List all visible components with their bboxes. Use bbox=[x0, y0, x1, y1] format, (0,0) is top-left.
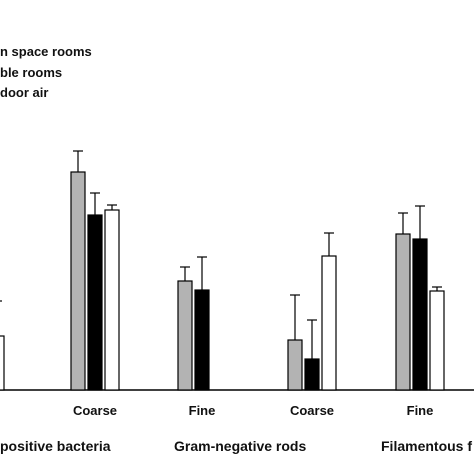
legend-entry-1: n space rooms bbox=[0, 44, 92, 59]
group-labels-layer: positive bacteria Gram-negative rods Fil… bbox=[0, 438, 472, 454]
bar-series1-cat2 bbox=[177, 280, 193, 391]
bar-series2-cat2 bbox=[194, 289, 210, 391]
tick-label-1: Coarse bbox=[73, 403, 117, 418]
tick-labels-layer: Coarse Fine Coarse Fine bbox=[73, 403, 433, 418]
bar-series1-cat1 bbox=[70, 171, 86, 391]
legend-entry-3: door air bbox=[0, 85, 49, 100]
tick-label-3: Coarse bbox=[290, 403, 334, 418]
bar-series3-cat0 bbox=[0, 335, 5, 391]
bars-layer bbox=[0, 150, 445, 391]
bar-series2-cat1 bbox=[87, 214, 103, 391]
bar-series3-cat4 bbox=[429, 290, 445, 391]
group-label-1: positive bacteria bbox=[0, 438, 111, 454]
group-label-2: Gram-negative rods bbox=[174, 438, 306, 454]
group-label-3: Filamentous f bbox=[381, 438, 472, 454]
bar-series3-cat3 bbox=[321, 255, 337, 391]
bar-series2-cat3 bbox=[304, 358, 320, 391]
bar-series2-cat4 bbox=[412, 238, 428, 391]
legend-entry-2: ble rooms bbox=[0, 64, 63, 80]
tick-label-2: Fine bbox=[189, 403, 216, 418]
bar-series1-cat4 bbox=[395, 233, 411, 391]
tick-label-4: Fine bbox=[407, 403, 434, 418]
bar-series3-cat1 bbox=[104, 209, 120, 391]
legend: n space rooms ble rooms door air bbox=[0, 42, 92, 104]
bar-series1-cat3 bbox=[287, 339, 303, 391]
